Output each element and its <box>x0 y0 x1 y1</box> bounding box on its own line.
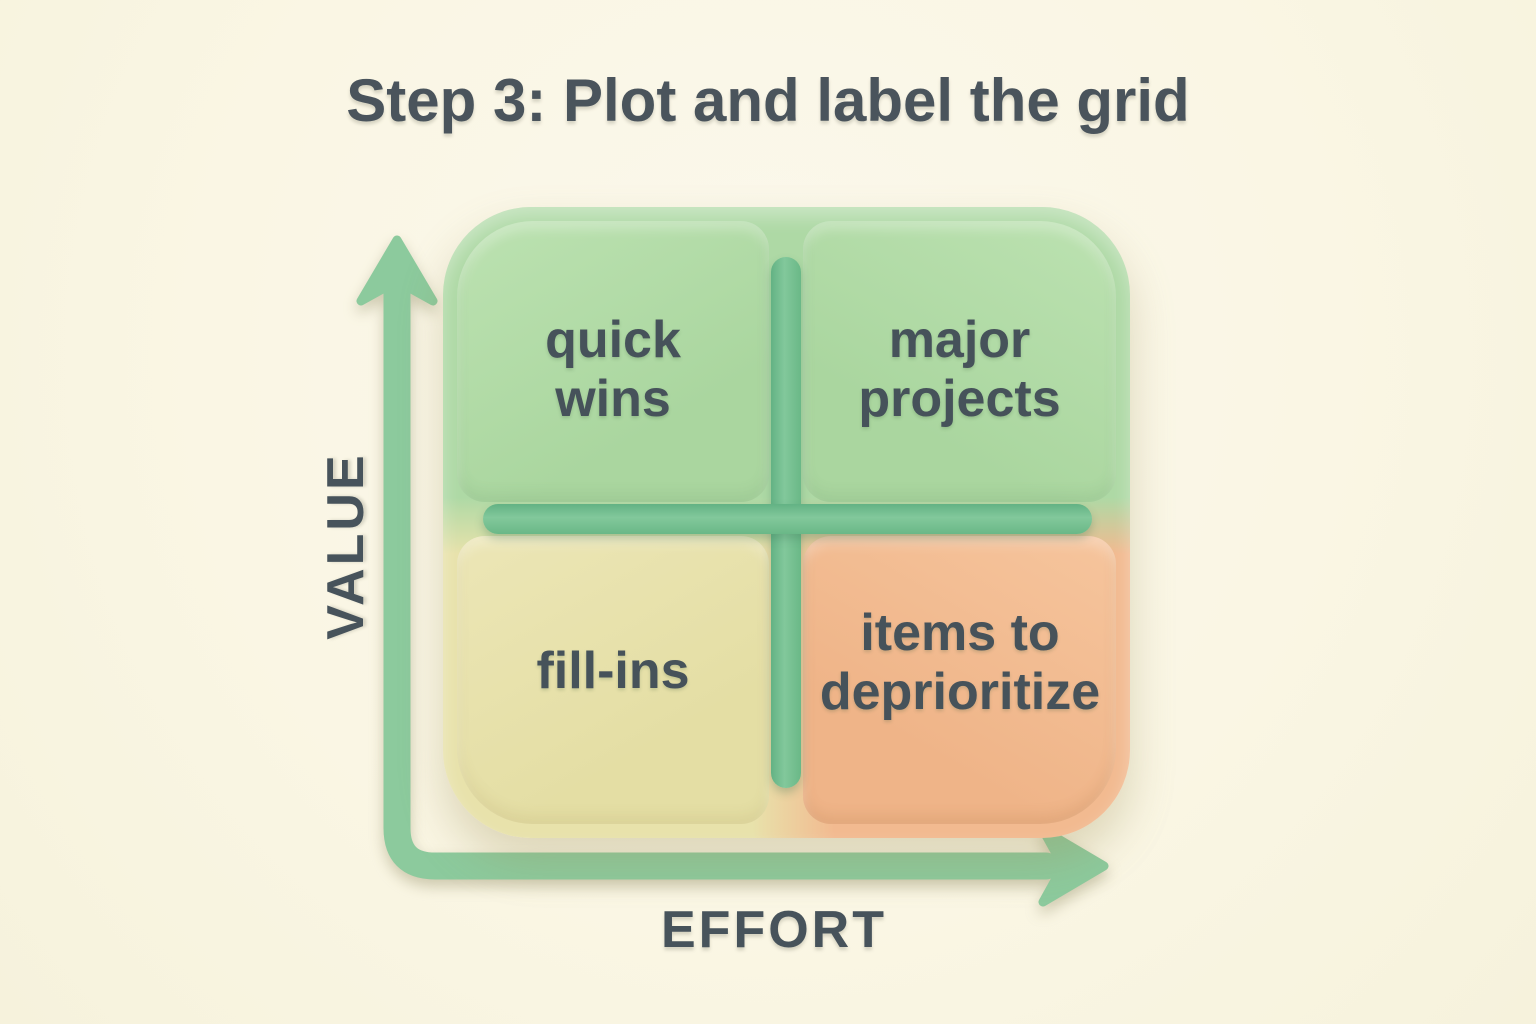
quadrant-major-projects <box>803 221 1116 502</box>
up-arrow-icon <box>356 235 438 306</box>
priority-matrix: quick wins major projects fill-ins items… <box>443 207 1130 838</box>
matrix-horizontal-divider <box>483 504 1092 534</box>
quadrant-label-fill-ins: fill-ins <box>457 527 769 815</box>
quadrant-label-text: quick wins <box>545 310 681 428</box>
quadrant-label-items-to-deprioritize: items to deprioritize <box>795 519 1125 807</box>
quadrant-label-text: major projects <box>858 310 1061 428</box>
x-axis-label: EFFORT <box>661 901 887 959</box>
y-axis-label: VALUE <box>317 452 375 640</box>
quadrant-fill-ins <box>457 536 769 824</box>
quadrant-quick-wins <box>457 221 769 502</box>
quadrant-label-quick-wins: quick wins <box>457 229 769 510</box>
quadrant-label-text: items to deprioritize <box>819 604 1101 721</box>
quadrant-items-to-deprioritize <box>803 536 1116 824</box>
right-arrow-icon <box>1038 825 1109 907</box>
quadrant-label-major-projects: major projects <box>803 229 1116 510</box>
page-title: Step 3: Plot and label the grid <box>346 67 1190 134</box>
quadrant-label-text: fill-ins <box>536 641 690 700</box>
axis-line <box>383 280 1060 880</box>
